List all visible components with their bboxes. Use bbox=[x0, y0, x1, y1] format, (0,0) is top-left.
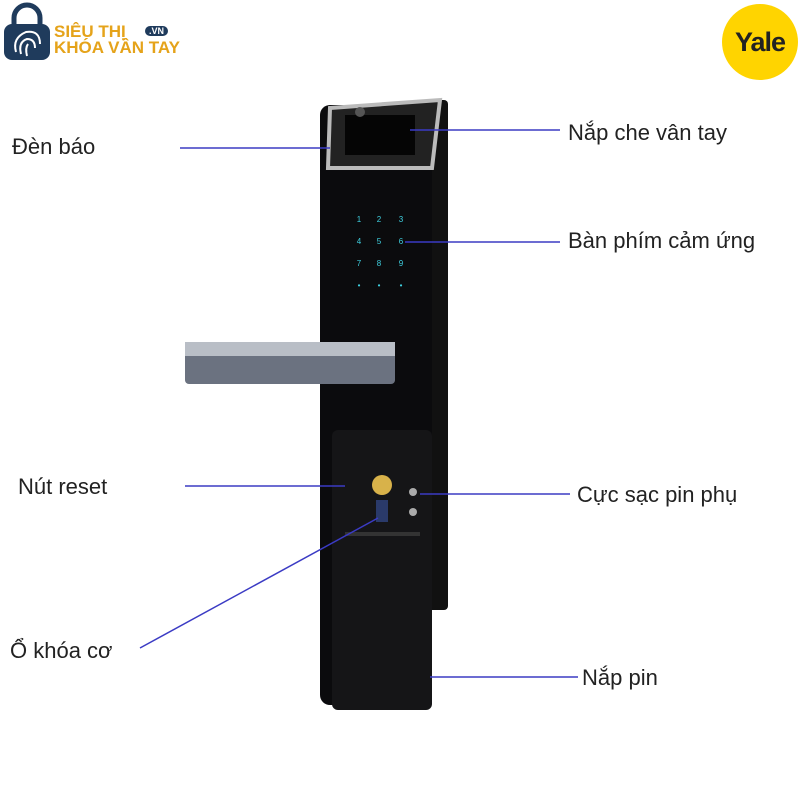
key: • bbox=[377, 281, 381, 290]
key: 9 bbox=[398, 259, 404, 268]
key: 2 bbox=[376, 215, 382, 224]
charging-terminal bbox=[409, 488, 417, 496]
key: 8 bbox=[376, 259, 382, 268]
logo-line1: SIÊU THỊ bbox=[54, 22, 126, 41]
label-touch-keypad: Bàn phím cảm ứng bbox=[568, 228, 756, 253]
key: • bbox=[357, 281, 361, 290]
yale-logo: Yale bbox=[722, 4, 798, 80]
key: 7 bbox=[356, 259, 362, 268]
key: 6 bbox=[398, 237, 404, 246]
callout-lines bbox=[139, 129, 578, 678]
fingerprint-lock-icon bbox=[4, 2, 50, 60]
key: • bbox=[399, 281, 403, 290]
label-fingerprint-cover: Nắp che vân tay bbox=[568, 120, 727, 145]
label-reset-button: Nút reset bbox=[18, 474, 108, 499]
key: 5 bbox=[376, 237, 382, 246]
key: 3 bbox=[398, 215, 404, 224]
lower-panel bbox=[332, 430, 432, 710]
logo-line2: KHÓA VÂN TAY bbox=[54, 38, 180, 57]
label-mechanical-lock: Ổ khóa cơ bbox=[10, 638, 113, 663]
key: 4 bbox=[356, 237, 362, 246]
logo-badge: .VN bbox=[145, 26, 169, 36]
key-cylinder bbox=[372, 475, 392, 495]
label-backup-charging: Cực sạc pin phụ bbox=[577, 482, 738, 507]
label-battery-cover: Nắp pin bbox=[582, 665, 658, 690]
key: 1 bbox=[356, 215, 362, 224]
label-indicator: Đèn báo bbox=[12, 134, 96, 159]
